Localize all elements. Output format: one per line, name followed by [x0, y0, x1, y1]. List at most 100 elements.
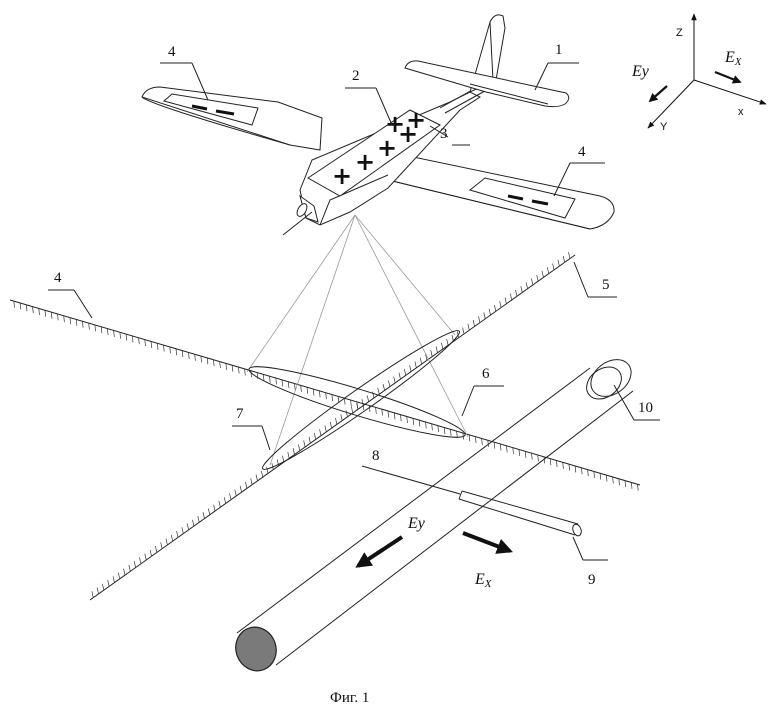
label-4-right-wing: 4 — [578, 144, 586, 160]
hatch-tick — [161, 542, 162, 548]
label-3: 3 — [440, 126, 448, 142]
hatch-tick — [145, 340, 146, 346]
hatch-tick — [619, 479, 620, 485]
hatch-tick — [319, 391, 320, 397]
hatch-tick — [76, 319, 77, 326]
hatch-tick — [538, 455, 539, 461]
hatch-tick — [126, 334, 127, 341]
hatch-tick — [542, 271, 544, 277]
hatch-tick — [494, 305, 495, 311]
hatch-tick — [101, 327, 102, 333]
hatch-tick — [201, 356, 202, 362]
hatch-tick — [438, 426, 439, 432]
hatch-tick — [521, 286, 523, 292]
hatch-tick — [432, 424, 433, 431]
svg-text:+: + — [385, 110, 405, 138]
hatch-tick — [525, 451, 526, 458]
hatch-tick — [441, 343, 442, 349]
hatch-tick — [479, 316, 480, 322]
hatch-tick — [301, 385, 302, 391]
pipe-end-cap — [230, 621, 283, 676]
label-9: 9 — [588, 572, 596, 588]
hatch-tick — [547, 267, 549, 273]
hatch-tick — [556, 461, 557, 467]
hatch-tick — [383, 384, 385, 390]
hatch-tick — [447, 339, 448, 345]
hatch-tick — [346, 411, 347, 417]
hatch-tick — [420, 358, 422, 364]
hatch-tick — [513, 448, 514, 455]
hatch-tick — [240, 486, 242, 492]
hatch-tick — [45, 310, 46, 316]
hatch-tick — [488, 440, 489, 447]
hatch-tick — [251, 371, 252, 378]
hatch-tick — [263, 374, 264, 380]
hatch-tick — [407, 417, 408, 424]
hatch-tick — [330, 422, 331, 428]
hatch-tick — [245, 482, 247, 488]
hatch-tick — [373, 392, 375, 398]
hatch-tick — [124, 569, 125, 575]
hatch-tick — [563, 256, 565, 262]
hatch-tick — [631, 482, 632, 489]
hatch-tick — [376, 407, 377, 414]
ground-hatching — [14, 301, 638, 491]
label-1: 1 — [555, 42, 563, 58]
hatch-tick — [270, 376, 271, 383]
hatch-tick — [482, 439, 483, 445]
hatch-tick — [232, 365, 233, 372]
hatch-tick — [203, 512, 205, 518]
top-ex-label: EX — [724, 49, 743, 68]
hatch-tick — [118, 573, 119, 579]
hatch-tick — [150, 550, 151, 556]
hatch-tick — [39, 309, 40, 315]
hatch-tick — [362, 399, 364, 405]
pipeline — [230, 352, 639, 677]
hatch-tick — [251, 478, 253, 484]
hatch-tick — [344, 398, 345, 405]
hatch-tick — [245, 369, 246, 376]
hatch-tick — [283, 456, 284, 462]
hatch-tick — [170, 347, 171, 354]
hatch-tick — [95, 325, 96, 332]
hatch-tick — [198, 516, 199, 522]
hatch-tick — [102, 584, 104, 590]
hatch-tick — [426, 422, 427, 429]
hatch-tick — [473, 320, 474, 326]
hatch-tick — [382, 409, 383, 415]
hatch-tick — [157, 343, 158, 350]
hatch-tick — [214, 505, 216, 511]
hatch-tick — [351, 407, 352, 413]
hatch-tick — [336, 418, 337, 424]
hatch-tick — [341, 414, 342, 420]
hatch-tick — [114, 330, 115, 337]
hatch-tick — [282, 380, 283, 386]
svg-text:+: + — [355, 148, 375, 176]
hatch-tick — [369, 406, 370, 413]
hatch-tick — [378, 388, 380, 394]
hatch-tick — [51, 312, 52, 319]
hatch-tick — [367, 395, 369, 401]
label-4-left-wing: 4 — [168, 44, 176, 60]
hatch-tick — [606, 475, 607, 482]
hatch-tick — [171, 535, 172, 541]
hatch-tick — [600, 473, 601, 479]
hatch-tick — [70, 318, 71, 325]
hatch-tick — [489, 309, 490, 315]
footprint-ellipse-7 — [256, 322, 465, 478]
hatch-tick — [544, 457, 545, 464]
hatch-tick — [226, 363, 227, 370]
hatch-tick — [563, 462, 564, 469]
hatch-tick — [113, 576, 114, 582]
hatch-tick — [569, 464, 570, 471]
hatch-tick — [494, 442, 495, 449]
hatch-tick — [189, 352, 190, 359]
reference-labels: 1 2 3 4 4 4 5 6 7 8 — [48, 42, 660, 588]
hatch-tick — [139, 338, 140, 344]
hatch-tick — [526, 282, 528, 288]
hatch-tick — [314, 433, 315, 439]
hatch-tick — [164, 345, 165, 351]
label-7: 7 — [236, 406, 244, 422]
hatch-tick — [325, 426, 326, 432]
